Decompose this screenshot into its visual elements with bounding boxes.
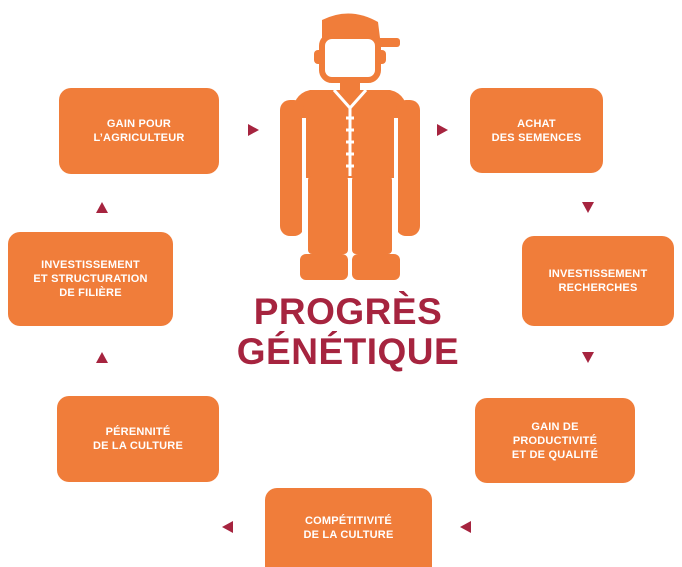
step-label-line: DE FILIÈRE <box>59 287 122 299</box>
arrow-up-icon <box>96 352 108 363</box>
step-label-line: RECHERCHES <box>558 282 638 294</box>
step-investissement-recherches: INVESTISSEMENT RECHERCHES <box>522 236 674 326</box>
step-competitivite: COMPÉTITIVITÉ DE LA CULTURE <box>265 488 432 567</box>
diagram-title: PROGRÈS GÉNÉTIQUE <box>230 292 466 372</box>
title-line-2: GÉNÉTIQUE <box>236 331 460 372</box>
arrow-right-icon <box>248 124 259 136</box>
step-label-line: ACHAT <box>517 117 556 130</box>
step-label-line: GAIN DE <box>531 420 579 433</box>
step-label-line: ET STRUCTURATION <box>33 273 148 285</box>
step-gain-agriculteur: GAIN POUR L’AGRICULTEUR <box>59 88 219 174</box>
step-label-line: PÉRENNITÉ <box>105 426 171 438</box>
arrow-left-icon <box>222 521 233 533</box>
arrow-down-icon <box>582 202 594 213</box>
step-label-line: INVESTISSEMENT <box>548 268 648 280</box>
step-label-line: DES SEMENCES <box>491 131 582 144</box>
step-label-line: L’AGRICULTEUR <box>93 132 185 144</box>
arrow-left-icon <box>460 521 471 533</box>
step-label-line: ET DE QUALITÉ <box>511 448 599 461</box>
step-label-line: INVESTISSEMENT <box>41 259 140 271</box>
step-label-line: PRODUCTIVITÉ <box>512 434 598 447</box>
step-gain-productivite: GAIN DE PRODUCTIVITÉ ET DE QUALITÉ <box>475 398 635 483</box>
step-investissement-filiere: INVESTISSEMENT ET STRUCTURATION DE FILIÈ… <box>8 232 173 326</box>
farmer-icon <box>280 13 420 282</box>
arrow-down-icon <box>582 352 594 363</box>
arrow-right-icon <box>437 124 448 136</box>
step-label-line: DE LA CULTURE <box>93 440 183 452</box>
arrow-up-icon <box>96 202 108 213</box>
title-line-1: PROGRÈS <box>253 291 443 332</box>
step-achat-des-semences: ACHAT DES SEMENCES <box>470 88 603 173</box>
step-perennite: PÉRENNITÉ DE LA CULTURE <box>57 396 219 482</box>
step-label-line: GAIN POUR <box>106 118 172 130</box>
step-label-line: COMPÉTITIVITÉ <box>305 514 392 527</box>
step-label-line: DE LA CULTURE <box>303 528 394 541</box>
